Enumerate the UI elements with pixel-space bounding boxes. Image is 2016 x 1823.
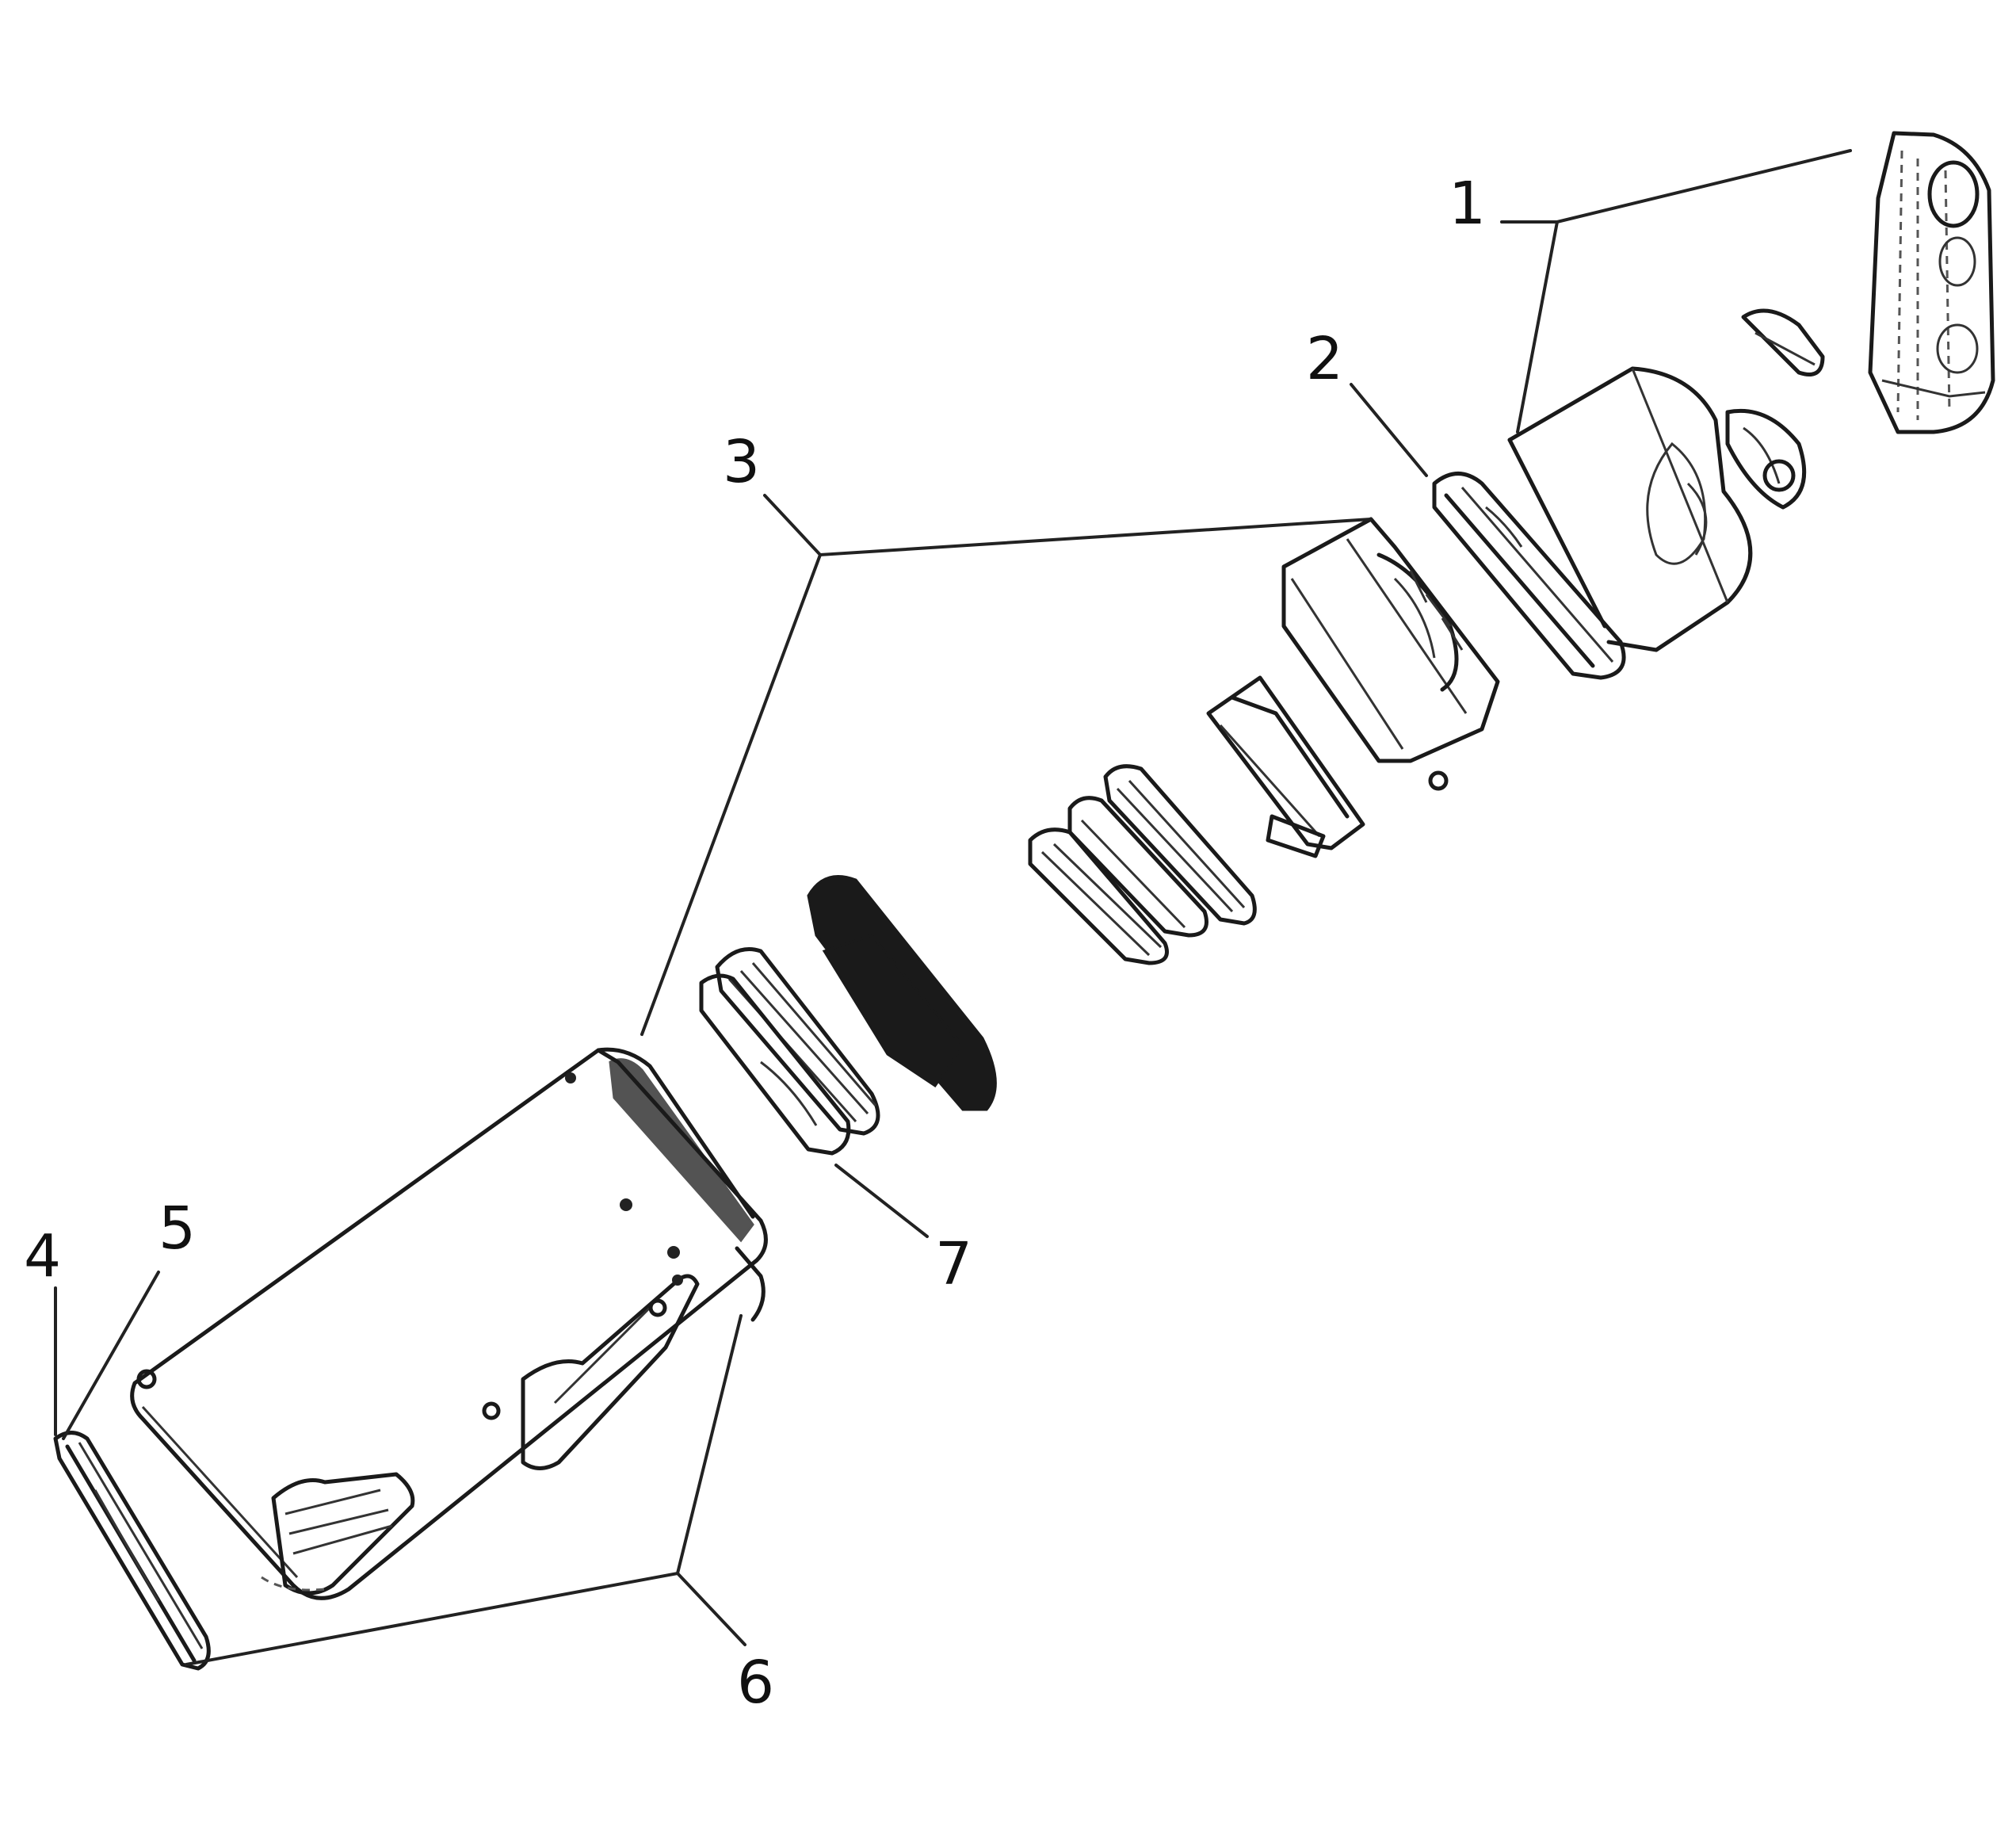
callout-4: 4 — [24, 1222, 61, 1290]
upper-pulley-stack — [1028, 764, 1257, 965]
drum-housing — [130, 1047, 768, 1600]
callout-5: 5 — [158, 1194, 196, 1263]
callout-6: 6 — [737, 1649, 774, 1717]
callout-labels: 1 2 3 4 5 6 7 — [24, 170, 1486, 1717]
leader-lines — [54, 149, 1852, 1666]
part-2-flange-ring — [1432, 472, 1626, 680]
upper-gear-assembly — [1206, 517, 1500, 858]
part-4-5-end-ring — [53, 1431, 211, 1671]
dark-pulley-gear — [699, 875, 997, 1156]
part-1-end-cap — [1741, 131, 1995, 434]
motor-housing — [1507, 366, 1807, 652]
callout-1: 1 — [1449, 170, 1486, 238]
callout-7: 7 — [935, 1230, 972, 1298]
callout-2: 2 — [1306, 325, 1343, 393]
callout-3: 3 — [723, 428, 760, 496]
